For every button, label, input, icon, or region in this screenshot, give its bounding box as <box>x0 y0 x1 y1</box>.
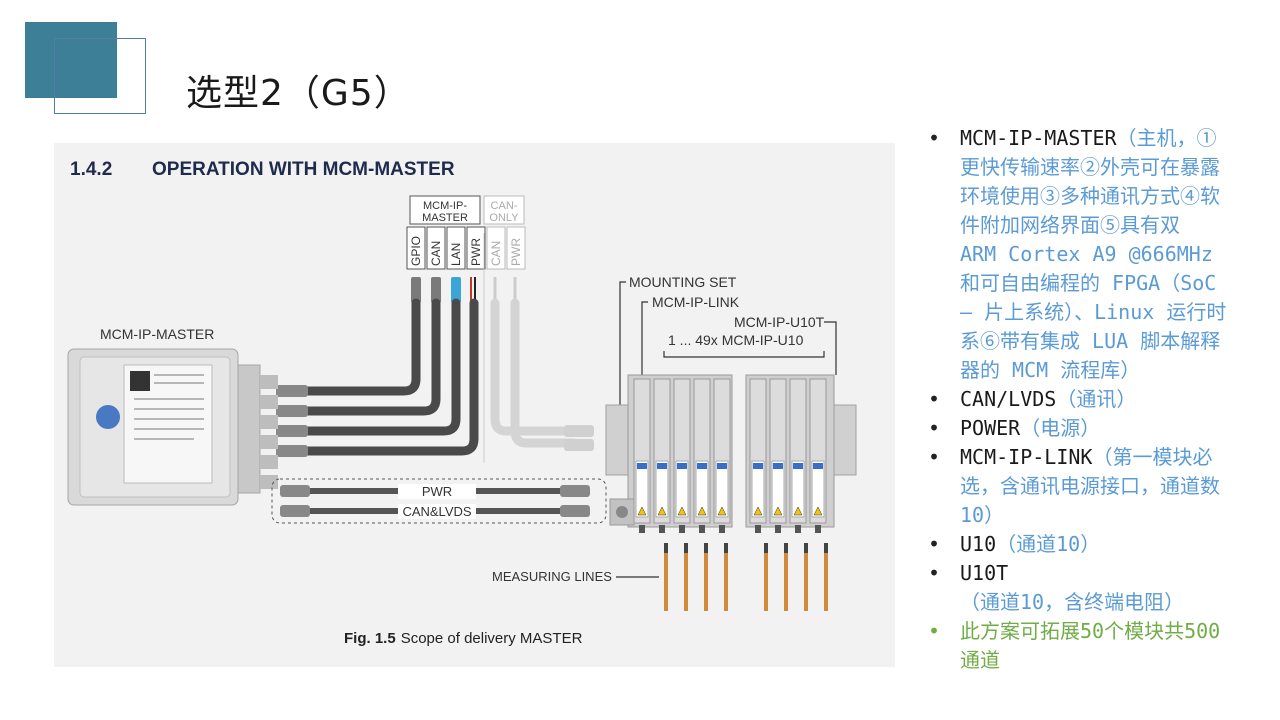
u10-label: 1 ... 49x MCM-IP-U10 <box>668 332 804 348</box>
module-slices <box>633 378 827 533</box>
module-slice <box>693 378 711 533</box>
list-item: MCM-IP-LINK（第一模块必选，含通讯电源接口，通道数10） <box>928 443 1228 530</box>
master-cables <box>299 298 479 456</box>
connector-pwr: PWR <box>469 238 483 266</box>
list-item: MCM-IP-MASTER（主机，①更快传输速率②外壳可在暴露环境使用③多种通讯… <box>928 124 1228 385</box>
list-item: U10（通道10） <box>928 530 1228 559</box>
can-only-group-box <box>483 195 525 225</box>
caption-prefix: Fig. 1.5 <box>344 630 396 647</box>
measuring-line <box>824 543 828 611</box>
delivery-cables-box <box>271 478 607 524</box>
list-item: POWER（电源） <box>928 414 1228 443</box>
u10t-label: MCM-IP-U10T <box>734 314 825 330</box>
measuring-line <box>784 543 788 611</box>
master-cable-ends <box>276 385 594 457</box>
pwr-cable <box>280 484 590 499</box>
list-item: U10T（通道10，含终端电阻） <box>928 559 1228 617</box>
can-only-group-label-2: ONLY <box>489 212 519 224</box>
mounting-set-label: MOUNTING SET <box>629 274 737 290</box>
title-decoration-outline <box>54 38 146 114</box>
module-slice <box>633 378 651 533</box>
mcm-ip-master-group-label-2: MASTER <box>422 212 468 224</box>
measuring-line-probes <box>664 543 828 611</box>
title-decoration-block <box>25 22 117 98</box>
section-title: OPERATION WITH MCM-MASTER <box>152 159 455 180</box>
mcm-ip-master-device <box>67 348 278 506</box>
measuring-line <box>804 543 808 611</box>
connector-can-only-can: CAN <box>489 241 503 266</box>
device-label: MCM-IP-MASTER <box>100 326 214 342</box>
expansion-note: 此方案可拓展50个模块共500通道 <box>928 617 1228 675</box>
can-only-group-label-1: CAN- <box>491 200 518 212</box>
measuring-lines-label: MEASURING LINES <box>492 569 612 584</box>
figure-caption: Fig. 1.5 Scope of delivery MASTER <box>344 630 583 647</box>
measuring-line <box>664 543 668 611</box>
cable-plugs <box>411 277 517 303</box>
canlvds-cable-label: CAN&LVDS <box>402 504 471 519</box>
module-slice <box>713 378 731 533</box>
slide-title: 选型2（G5） <box>186 73 411 114</box>
connector-labels: GPIO CAN LAN PWR CAN PWR <box>406 226 526 270</box>
link-label: MCM-IP-LINK <box>652 294 740 310</box>
label-leader-lines <box>619 281 837 405</box>
connector-can: CAN <box>429 241 443 266</box>
can-only-cables <box>490 298 579 448</box>
master-logo-icon <box>96 405 120 429</box>
caption-text: Scope of delivery MASTER <box>401 630 583 647</box>
component-list: MCM-IP-MASTER（主机，①更快传输速率②外壳可在暴露环境使用③多种通讯… <box>928 124 1228 675</box>
module-slice <box>653 378 671 533</box>
measuring-line <box>724 543 728 611</box>
module-slice <box>789 378 807 533</box>
pwr-cable-label: PWR <box>422 484 452 499</box>
mcm-master-figure: 1.4.2 OPERATION WITH MCM-MASTER MCM-IP- … <box>54 143 895 667</box>
module-slice <box>749 378 767 533</box>
canlvds-cable <box>280 504 590 519</box>
module-slice <box>673 378 691 533</box>
module-slice <box>769 378 787 533</box>
measuring-line <box>684 543 688 611</box>
measuring-line <box>764 543 768 611</box>
connector-can-only-pwr: PWR <box>509 238 523 266</box>
connector-lan: LAN <box>449 243 463 266</box>
module-slice <box>809 378 827 533</box>
connector-gpio: GPIO <box>409 236 423 266</box>
measuring-line <box>704 543 708 611</box>
list-item: CAN/LVDS（通讯） <box>928 385 1228 414</box>
section-number: 1.4.2 <box>70 159 112 180</box>
mcm-ip-master-group-box <box>409 195 481 225</box>
operation-diagram: 1.4.2 OPERATION WITH MCM-MASTER MCM-IP- … <box>67 159 857 647</box>
mcm-ip-master-group-label-1: MCM-IP- <box>423 200 467 212</box>
